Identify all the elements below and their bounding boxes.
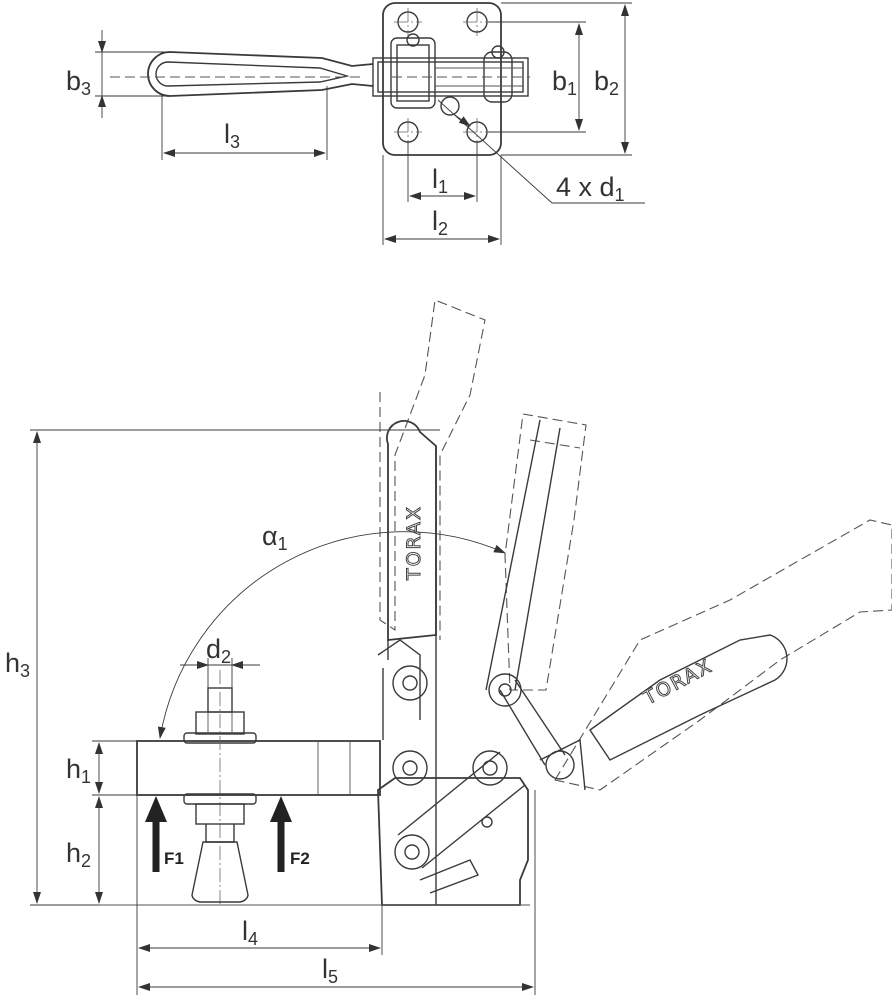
label-l2: l2: [432, 206, 448, 239]
force-f2-label: F2: [290, 849, 310, 868]
label-l3: l3: [224, 119, 240, 152]
side-view: TORAX TORAX: [100, 299, 892, 906]
top-view: [110, 2, 530, 156]
side-view-dimensions: [30, 429, 536, 995]
force-f1-label: F1: [164, 849, 184, 868]
label-h3: h3: [5, 648, 30, 681]
label-b2: b2: [594, 66, 619, 99]
label-d2: d2: [206, 634, 231, 667]
label-h1: h1: [66, 754, 91, 787]
label-alpha1: α1: [262, 521, 288, 554]
brand-label-vertical: TORAX: [403, 505, 425, 581]
label-d1: 4 x d1: [556, 172, 625, 205]
label-l4: l4: [242, 916, 258, 949]
brand-label-angled: TORAX: [639, 655, 716, 710]
label-l1: l1: [432, 164, 448, 197]
top-view-dimensions: [95, 2, 645, 245]
label-b1: b1: [552, 66, 577, 99]
label-b3: b3: [66, 66, 91, 99]
dimension-labels: b3 l3 b1 b2 l1 l2 4 x d1 α1 d2 h3 h1 h2 …: [5, 66, 625, 987]
label-l5: l5: [322, 954, 338, 987]
label-h2: h2: [66, 838, 91, 871]
